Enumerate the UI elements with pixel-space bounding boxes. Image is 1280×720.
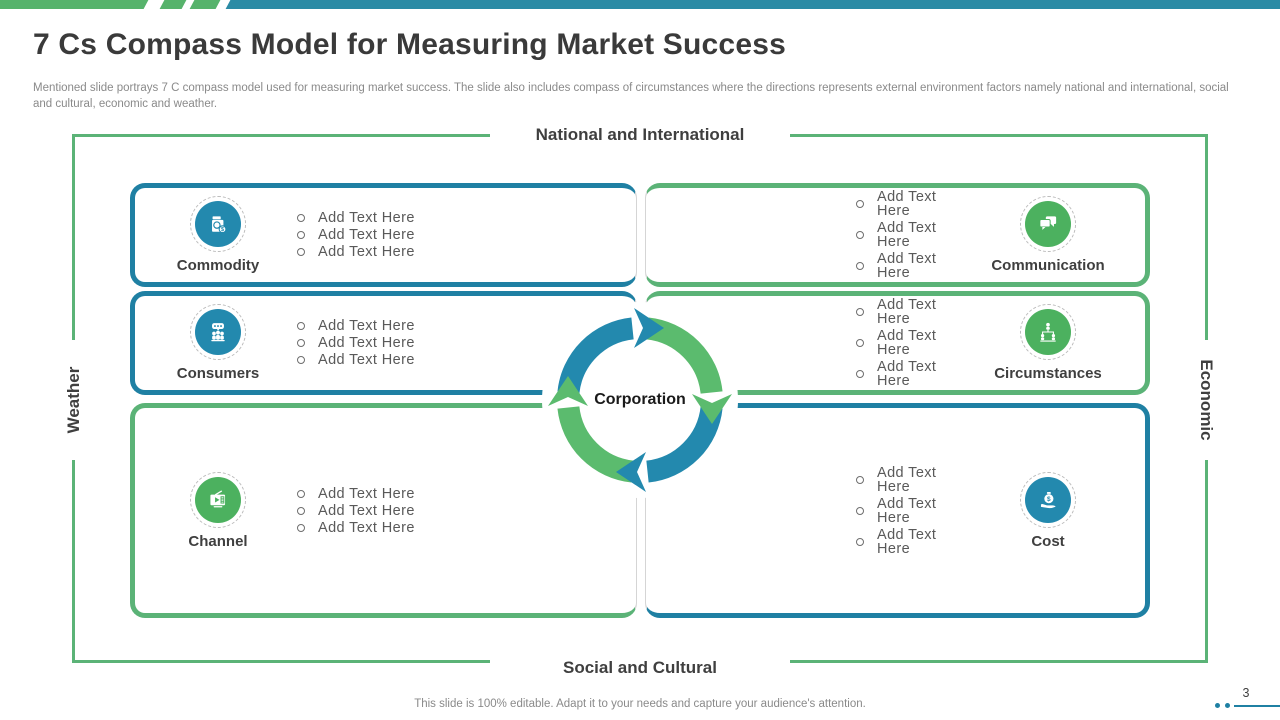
topbar-green-stripe [0,0,149,9]
consumers-bullets: Add Text Here Add Text Here Add Text Her… [297,316,415,370]
frame-line-left-top [72,134,75,352]
footer-dot [1225,703,1230,708]
placeholder-text[interactable]: Add Text Here [297,319,415,333]
commodity-box: $ Commodity Add Text Here Add Text Here … [130,183,637,287]
compass-label-west: Weather [64,340,84,460]
money-bag-hand-icon: $ [1025,476,1071,523]
frame-line-right-top [1205,134,1208,350]
org-structure-icon [1025,309,1071,355]
bullet-icon [297,231,305,239]
placeholder-text[interactable]: Add Text Here [856,190,973,218]
placeholder-text[interactable]: Add Text Here [297,245,415,259]
placeholder-text[interactable]: Add Text Here [856,252,973,280]
frame-line-top-right [772,134,1208,137]
dashed-ring [1020,304,1076,360]
frame-line-bottom-left [72,660,546,663]
dashed-ring [190,471,246,528]
placeholder-text[interactable]: Add Text Here [856,360,973,388]
page-title: 7 Cs Compass Model for Measuring Market … [33,28,786,61]
dashed-ring: $ [190,196,246,252]
communication-box: Add Text Here Add Text Here Add Text Her… [645,183,1150,287]
bullet-icon [297,506,305,515]
topbar-green-segment [189,0,221,9]
dashed-ring [190,304,246,360]
corporation-label: Corporation [594,391,686,408]
bullet-icon [297,339,305,347]
tv-media-icon [195,476,241,523]
compass-label-north: National and International [490,125,790,145]
bullet-icon [297,322,305,330]
placeholder-text[interactable]: Add Text Here [856,465,973,494]
placeholder-text[interactable]: Add Text Here [856,527,973,556]
channel-bullets: Add Text Here Add Text Here Add Text Her… [297,484,415,538]
bullet-icon [297,214,305,222]
bullet-icon [856,506,864,515]
topbar-green-segment [159,0,187,9]
chat-windows-icon [1025,201,1071,247]
placeholder-text[interactable]: Add Text Here [856,496,973,525]
topbar-teal-stripe [225,0,1280,9]
compass-label-south: Social and Cultural [490,658,790,678]
placeholder-text[interactable]: Add Text Here [297,486,415,501]
bullet-icon [297,523,305,532]
bullet-icon [856,475,864,484]
placeholder-text[interactable]: Add Text Here [297,211,415,225]
circumstances-box: Add Text Here Add Text Here Add Text Her… [645,291,1150,395]
bullet-icon [856,339,864,347]
placeholder-text[interactable]: Add Text Here [297,353,415,367]
commodity-label: Commodity [176,257,260,274]
compass-label-east: Economic [1196,340,1216,460]
placeholder-text[interactable]: Add Text Here [297,228,415,242]
slide-description: Mentioned slide portrays 7 C compass mod… [33,82,1229,111]
bullet-icon [856,370,864,378]
placeholder-text[interactable]: Add Text Here [297,520,415,535]
cost-bullets: Add Text Here Add Text Here Add Text Her… [856,463,973,559]
bullet-icon [856,200,864,208]
circumstances-label: Circumstances [994,365,1102,382]
channel-label: Channel [188,532,248,550]
corporation-cycle-diagram: Corporation [540,300,740,500]
bullet-icon [856,231,864,239]
cycle-arrows-graphic [542,302,738,498]
consumers-label: Consumers [176,365,260,382]
commodity-bullets: Add Text Here Add Text Here Add Text Her… [297,208,415,262]
placeholder-text[interactable]: Add Text Here [856,298,973,326]
cost-label: Cost [1031,532,1065,550]
bullet-icon [297,356,305,364]
placeholder-text[interactable]: Add Text Here [297,336,415,350]
bullet-icon [297,489,305,498]
frame-line-left-bottom [72,450,75,663]
bullet-icon [297,248,305,256]
bullet-icon [856,308,864,316]
svg-text:$: $ [221,227,224,233]
placeholder-text[interactable]: Add Text Here [856,221,973,249]
frame-line-top-left [72,134,512,137]
circumstances-bullets: Add Text Here Add Text Here Add Text Her… [856,295,973,391]
svg-text:$: $ [1047,495,1051,502]
bullet-icon [856,262,864,270]
footer-dot [1215,703,1220,708]
footer-note: This slide is 100% editable. Adapt it to… [414,698,866,710]
dashed-ring [1020,196,1076,252]
communication-bullets: Add Text Here Add Text Here Add Text Her… [856,187,973,283]
placeholder-text[interactable]: Add Text Here [297,503,415,518]
communication-label: Communication [991,257,1105,274]
cash-register-icon: $ [195,201,241,247]
frame-line-bottom-right [740,660,1208,663]
placeholder-text[interactable]: Add Text Here [856,329,973,357]
people-chat-icon [195,309,241,355]
bullet-icon [856,537,864,546]
dashed-ring: $ [1020,471,1076,528]
page-number: 3 [1242,686,1250,700]
footer-line [1234,705,1280,707]
frame-line-right-bottom [1205,452,1208,663]
